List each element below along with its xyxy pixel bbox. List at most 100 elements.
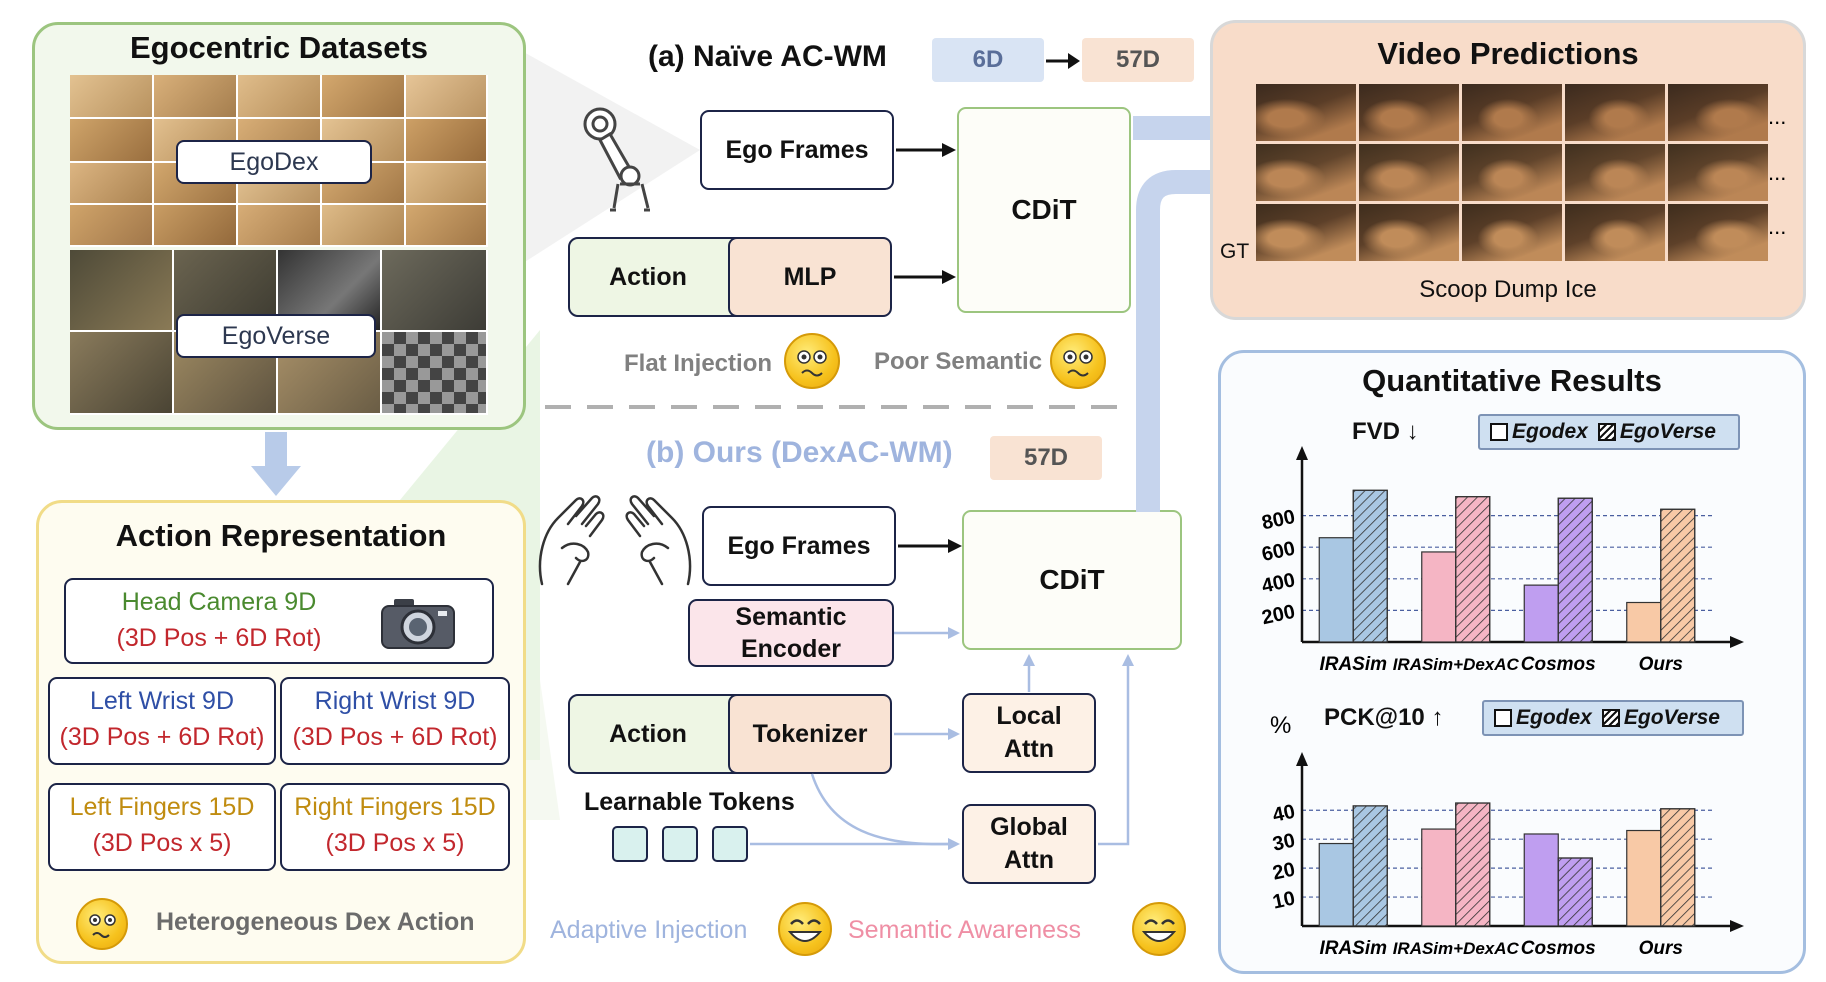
- learnable-token: [662, 826, 698, 862]
- semantic-awareness-note: Semantic Awareness: [848, 916, 1081, 944]
- legend-swatch-hatched: [1601, 709, 1620, 727]
- dexterous-hands-icon: [538, 495, 692, 586]
- flat-injection-note: Flat Injection: [624, 350, 773, 377]
- video-frame: [1668, 84, 1768, 141]
- ours-title: (b) Ours (DexAC-WM): [646, 436, 953, 469]
- tokenizer-box: Tokenizer: [728, 694, 892, 774]
- naive-mlp-box: MLP: [728, 237, 892, 317]
- legend-egodex: Egodex: [1516, 706, 1592, 729]
- grinning-face-icon: [1132, 902, 1186, 956]
- y-tick-label: 40: [1271, 801, 1297, 827]
- x-tick-label: Ours: [1639, 938, 1683, 959]
- section-divider: [545, 405, 1130, 409]
- right-fingers-detail: (3D Pos x 5): [325, 829, 465, 857]
- quantitative-results-panel: [1218, 350, 1806, 974]
- legend-egoverse: EgoVerse: [1619, 420, 1716, 443]
- x-tick-label: IRASim: [1319, 938, 1387, 959]
- video-frame: [1359, 204, 1459, 261]
- ours-cdit-box: CDiT: [962, 510, 1182, 650]
- bar: [1421, 551, 1457, 643]
- bar-hatch: [1557, 857, 1593, 927]
- left-wrist-detail: (3D Pos + 6D Rot): [59, 723, 265, 751]
- ours-dim-pill: 57D: [990, 436, 1102, 480]
- bar: [1421, 828, 1457, 927]
- global-attn-label-2: Attn: [1004, 846, 1054, 874]
- pck-chart-title: PCK@10 ↑: [1324, 704, 1444, 731]
- global-attn-label-1: Global: [990, 813, 1068, 841]
- video-frame: [1359, 144, 1459, 201]
- video-frame: [1668, 144, 1768, 201]
- video-caption: Scoop Dump Ice: [1419, 276, 1597, 303]
- fvd-legend: Egodex EgoVerse: [1478, 414, 1740, 450]
- right-fingers-label: Right Fingers 15D: [294, 793, 496, 821]
- x-tick-label: Cosmos: [1521, 654, 1596, 675]
- legend-swatch-solid: [1490, 423, 1508, 441]
- camera-icon: [381, 599, 455, 649]
- video-frame: [1256, 204, 1356, 261]
- egodex-image-grid: [70, 75, 488, 247]
- grinning-face-icon: [778, 902, 832, 956]
- worried-face-icon: [76, 898, 128, 950]
- semantic-encoder-label-1: Semantic: [735, 603, 847, 631]
- bar: [1626, 601, 1662, 643]
- learnable-tokens-label: Learnable Tokens: [584, 788, 795, 816]
- left-fingers-detail: (3D Pos x 5): [92, 829, 232, 857]
- bar-hatch: [1557, 497, 1593, 643]
- heterogeneous-note: Heterogeneous Dex Action: [156, 908, 475, 936]
- video-frame: [1256, 84, 1356, 141]
- y-tick-label: 200: [1260, 601, 1297, 629]
- video-frame: [1462, 144, 1562, 201]
- ours-action-box: Action: [568, 694, 748, 774]
- left-wrist-label: Left Wrist 9D: [89, 687, 235, 715]
- learnable-token: [612, 826, 648, 862]
- legend-egodex: Egodex: [1512, 420, 1588, 443]
- y-tick-label: 600: [1260, 538, 1297, 566]
- dim-from-pill: 6D: [932, 38, 1044, 82]
- action-representation-title: Action Representation: [115, 518, 447, 553]
- y-tick-label: 10: [1271, 887, 1297, 913]
- y-tick-label: 30: [1271, 830, 1297, 856]
- bar: [1523, 584, 1559, 643]
- video-frame: [1565, 84, 1665, 141]
- poor-semantic-note: Poor Semantic: [874, 348, 1043, 375]
- left-fingers-box: Left Fingers 15D (3D Pos x 5): [48, 783, 276, 871]
- legend-egoverse: EgoVerse: [1623, 706, 1720, 729]
- ellipsis-row-2: ...: [1768, 160, 1787, 185]
- video-frame: [1462, 84, 1562, 141]
- robot-arm-icon: [583, 107, 650, 212]
- ellipsis-row-1: ...: [1768, 104, 1787, 129]
- global-attn-box: Global Attn: [962, 804, 1096, 884]
- worried-face-icon: [784, 333, 840, 389]
- bar: [1626, 829, 1662, 927]
- video-frame: [1462, 204, 1562, 261]
- bar-hatch: [1455, 496, 1491, 643]
- legend-swatch-hatched: [1597, 423, 1616, 441]
- y-tick-label: 400: [1260, 569, 1297, 597]
- fvd-chart-title: FVD ↓: [1352, 418, 1419, 445]
- adaptive-injection-note: Adaptive Injection: [550, 916, 748, 944]
- y-axis-arrow: [1296, 752, 1308, 766]
- head-camera-label: Head Camera 9D: [121, 588, 317, 616]
- right-wrist-detail: (3D Pos + 6D Rot): [292, 723, 498, 751]
- semantic-encoder-label-2: Encoder: [740, 635, 842, 663]
- bar-hatch: [1352, 805, 1388, 927]
- local-attn-label-2: Attn: [1004, 735, 1054, 763]
- legend-swatch-solid: [1494, 709, 1512, 727]
- video-frame: [1565, 204, 1665, 261]
- dim-to-pill: 57D: [1082, 38, 1194, 82]
- x-axis-arrow: [1730, 636, 1744, 648]
- video-frame: [1565, 144, 1665, 201]
- pck-ylabel: %: [1270, 712, 1292, 739]
- local-attn-label-1: Local: [996, 702, 1062, 730]
- bar-hatch: [1455, 802, 1491, 927]
- bar-hatch: [1352, 489, 1388, 643]
- x-tick-label: IRASim+DexAC: [1393, 939, 1520, 958]
- x-axis-arrow: [1730, 920, 1744, 932]
- quantitative-results-title: Quantitative Results: [1362, 363, 1662, 398]
- x-tick-label: IRASim+DexAC: [1393, 655, 1520, 674]
- naive-cdit-box: CDiT: [957, 107, 1131, 313]
- datasets-title: Egocentric Datasets: [129, 30, 429, 65]
- egoverse-tag: EgoVerse: [176, 314, 376, 358]
- x-tick-label: Ours: [1639, 654, 1683, 675]
